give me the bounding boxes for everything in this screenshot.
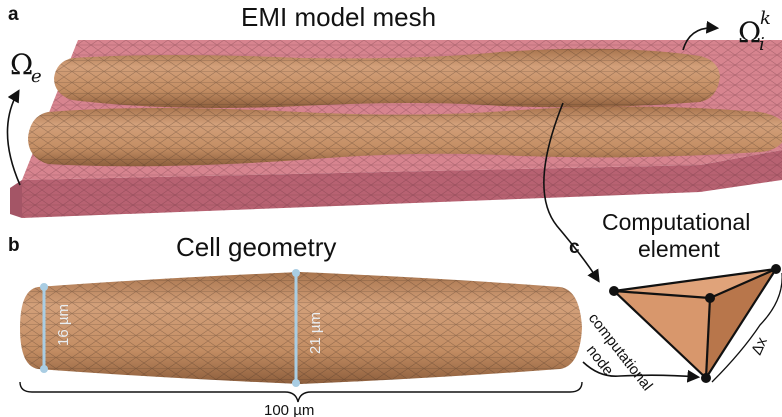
panel-c-title-line2: element: [638, 236, 720, 262]
svg-text:Ω: Ω: [738, 16, 761, 49]
svg-text:Ω: Ω: [10, 48, 33, 81]
length-brace: [19, 381, 583, 403]
panel-b-title: Cell geometry: [176, 232, 336, 262]
cell-back: [54, 48, 720, 108]
panel-letter-c: c: [569, 237, 580, 258]
panel-letter-b: b: [8, 235, 20, 256]
tetrahedron: [609, 264, 781, 383]
tetra-node: [705, 293, 715, 303]
zoom-arrow: [543, 102, 600, 283]
omega-ik-arrow: [682, 20, 720, 51]
panel-c: c Computational element Δx compu: [543, 102, 782, 394]
end-diameter-label: 16 µm: [55, 304, 72, 346]
svg-text:k: k: [760, 8, 771, 29]
omega-ik-label: Ω i k: [738, 8, 771, 55]
tetra-node: [701, 373, 711, 383]
omega-e-label: Ω e: [10, 48, 42, 87]
svg-text:e: e: [31, 66, 42, 87]
tetra-node: [609, 286, 619, 296]
delta-x-brace: [711, 273, 782, 383]
end-diameter-marker: 16 µm: [40, 283, 72, 373]
panel-letter-a: a: [8, 4, 19, 25]
mid-diameter-label: 21 µm: [307, 312, 324, 354]
panel-a: a EMI model mesh Ω e Ω i k: [6, 2, 782, 218]
omega-e-arrow: [6, 89, 21, 186]
node-arrow: [582, 361, 701, 383]
cell-front: [28, 106, 782, 167]
panel-c-title-line1: Computational: [602, 209, 750, 235]
panel-a-title: EMI model mesh: [241, 2, 436, 32]
svg-text:i: i: [759, 34, 765, 55]
slab-left-face: [10, 180, 22, 218]
mid-diameter-marker: 21 µm: [292, 269, 324, 387]
tetra-node: [771, 264, 781, 274]
delta-x-label: Δx: [748, 334, 771, 357]
cell-geometry-shape: [20, 272, 582, 384]
length-label: 100 µm: [264, 402, 314, 417]
panel-b: b Cell geometry 16 µm 21 µm 100 µm: [8, 232, 583, 417]
